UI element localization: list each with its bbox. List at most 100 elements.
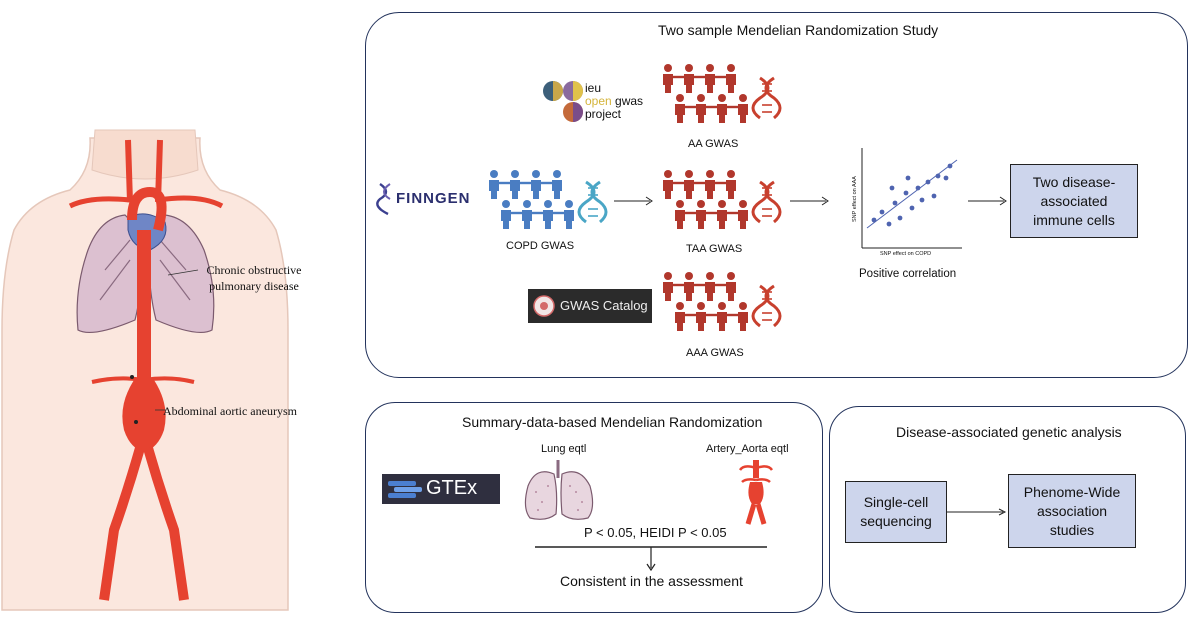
result-line2: associated <box>1040 192 1108 209</box>
person-icon <box>489 170 510 199</box>
scatter-point <box>903 190 909 196</box>
person-icon <box>726 272 736 301</box>
person-icon <box>531 170 552 199</box>
gwas-catalog-logo: GWAS Catalog <box>528 289 652 323</box>
lung-icon <box>524 460 594 520</box>
taa-dna-icon <box>751 180 782 224</box>
genetic-analysis-title: Disease-associated genetic analysis <box>896 424 1122 440</box>
anatomy-figure <box>1 129 289 611</box>
finngen-logo: FINNGEN <box>376 182 486 218</box>
aortic-aneurysm <box>122 380 166 452</box>
copd-gwas-people-icon <box>489 170 574 229</box>
renal-arteries <box>91 376 195 384</box>
aortic-arch <box>127 186 167 232</box>
positive-correlation-scatter <box>861 148 962 249</box>
ieu-open-gwas-logo: ieu open gwas project <box>542 80 652 124</box>
aorta-marker <box>134 420 138 424</box>
single-cell-sequencing-box: Single-cell sequencing <box>845 481 947 543</box>
scatter-point <box>886 221 892 227</box>
immune-cells-result-box: Two disease- associated immune cells <box>1010 164 1138 238</box>
scatter-point <box>879 209 885 215</box>
person-icon <box>684 170 705 199</box>
aorta-marker <box>130 375 134 379</box>
person-icon <box>738 302 748 331</box>
person-icon <box>684 64 705 93</box>
person-icon <box>510 170 531 199</box>
anatomy-illustration <box>0 129 360 611</box>
person-icon <box>726 64 736 93</box>
lung-vessels <box>99 239 191 301</box>
result-line1: Two disease- <box>1032 173 1116 190</box>
person-icon <box>684 272 705 301</box>
person-icon <box>663 272 684 301</box>
scatter-point <box>947 163 953 169</box>
scatter-y-axis-label: SNP effect on AAA <box>852 176 858 222</box>
single-cell-line2: sequencing <box>860 513 932 529</box>
smr-result-bracket <box>535 546 767 572</box>
scatter-point <box>925 179 931 185</box>
scatter-point <box>871 217 877 223</box>
copd-anatomy-label: Chronic obstructive pulmonary disease <box>206 263 302 293</box>
scatter-point <box>915 185 921 191</box>
scatter-point <box>909 205 915 211</box>
person-icon <box>705 170 726 199</box>
person-icon <box>738 200 748 229</box>
person-icon <box>522 200 543 229</box>
ieu-logo-line3: project <box>585 107 622 121</box>
copd-pointer <box>167 269 199 276</box>
aaa-gwas-label: AAA GWAS <box>686 347 744 359</box>
person-icon <box>717 302 738 331</box>
phewas-line1: Phenome-Wide <box>1023 483 1121 500</box>
copd-dna-icon <box>577 180 608 224</box>
person-icon <box>675 200 696 229</box>
person-icon <box>717 200 738 229</box>
aaa-dna-icon <box>751 284 782 328</box>
scatter-point <box>905 175 911 181</box>
aaa-gwas-people-icon <box>663 272 748 331</box>
arrow-taa-to-scatter <box>790 196 829 206</box>
gtex-logo: GTEx <box>382 474 500 504</box>
aa-dna-icon <box>751 76 782 120</box>
ieu-logo-mark <box>543 81 583 122</box>
aa-gwas-people-icon <box>663 64 748 123</box>
person-icon <box>705 272 726 301</box>
person-icon <box>675 94 696 123</box>
smr-threshold: P < 0.05, HEIDI P < 0.05 <box>584 525 727 540</box>
scatter-point <box>943 175 949 181</box>
result-line3: immune cells <box>1033 211 1115 228</box>
arrow-copd-to-taa <box>614 196 653 206</box>
person-icon <box>726 170 736 199</box>
smr-result-text: Consistent in the assessment <box>560 573 743 589</box>
person-icon <box>738 94 748 123</box>
person-icon <box>696 200 717 229</box>
scatter-point <box>892 200 898 206</box>
gtex-logo-text: GTEx <box>426 477 478 499</box>
neck-shape <box>91 129 199 180</box>
scatter-point <box>935 173 941 179</box>
scatter-x-axis-label: SNP effect on COPD <box>880 251 932 257</box>
lung-eqtl-label: Lung eqtl <box>541 443 587 455</box>
iliac-arteries <box>99 446 189 601</box>
gtex-logo-icon <box>388 481 422 498</box>
copd-gwas-label: COPD GWAS <box>506 240 575 252</box>
finngen-dna-icon <box>376 183 391 216</box>
person-icon <box>543 200 564 229</box>
person-icon <box>696 302 717 331</box>
person-icon <box>663 170 684 199</box>
scatter-trend-line <box>866 159 958 229</box>
arrow-single-cell-to-phewas <box>947 508 1007 516</box>
person-icon <box>717 94 738 123</box>
phewas-line2: association <box>1036 502 1108 519</box>
scatter-point <box>897 215 903 221</box>
taa-gwas-people-icon <box>663 170 748 229</box>
aaa-anatomy-label: Abdominal aortic aneurysm <box>163 404 297 418</box>
ieu-logo-line1: ieu <box>585 81 602 95</box>
gwas-catalog-text: GWAS Catalog <box>560 298 648 313</box>
phewas-line3: studies <box>1049 521 1095 538</box>
person-icon <box>705 64 726 93</box>
finngen-logo-text: FINNGEN <box>396 190 471 207</box>
aorta-eqtl-label: Artery_Aorta eqtl <box>706 443 789 455</box>
gwas-catalog-icon <box>533 295 555 317</box>
taa-gwas-label: TAA GWAS <box>686 243 743 255</box>
mr-study-title: Two sample Mendelian Randomization Study <box>658 22 939 38</box>
